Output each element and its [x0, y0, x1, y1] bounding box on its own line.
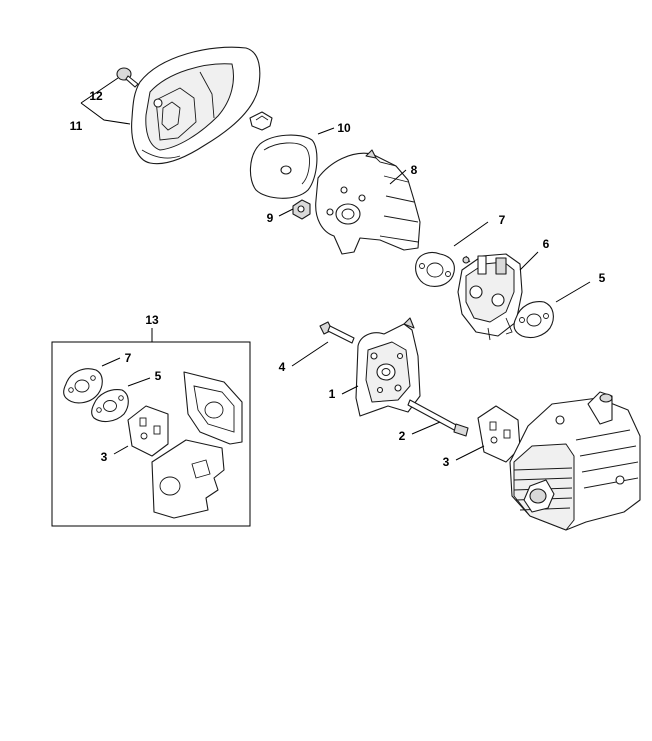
callout-4: 4: [279, 360, 286, 374]
callout-3-kit: 3: [101, 450, 108, 464]
callout-labels: 12 11 10 8 9 7 6 5 13 7 5 3 4 1 2 3: [70, 89, 606, 469]
callout-9: 9: [267, 211, 274, 225]
part-7-gasket: [415, 251, 455, 287]
part-6-carburetor: [457, 253, 523, 341]
kit-large-gasket-top: [183, 371, 243, 445]
callout-11: 11: [70, 119, 83, 133]
kit-part-5-gasket: [91, 389, 129, 423]
part-12-screw: [116, 67, 139, 88]
callout-1: 1: [329, 387, 336, 401]
part-11-filter-cover: [131, 46, 261, 165]
part-1-intake-flange: [355, 317, 421, 417]
kit-13-box: [51, 341, 251, 527]
part-10-air-filter: [249, 134, 318, 199]
callout-6: 6: [543, 237, 550, 251]
callout-7-kit: 7: [125, 351, 132, 365]
kit-part-3-spacer: [127, 405, 169, 457]
callout-7: 7: [499, 213, 506, 227]
callout-2: 2: [399, 429, 406, 443]
part-4-screw: [319, 321, 355, 344]
kit-large-gasket-bottom: [151, 439, 225, 519]
part-8-baffle: [315, 149, 421, 255]
callout-10: 10: [337, 121, 351, 135]
part-2-bolt: [407, 399, 469, 437]
callout-13: 13: [145, 313, 159, 327]
kit-part-7-gasket: [63, 368, 103, 404]
leader-lines: [80, 77, 591, 461]
callout-8: 8: [411, 163, 418, 177]
part-9-nut: [292, 199, 311, 220]
engine-cylinder: [509, 391, 641, 531]
filter-clip: [249, 111, 273, 131]
callout-12: 12: [89, 89, 103, 103]
callout-5-kit: 5: [155, 369, 162, 383]
part-5-gasket: [513, 301, 554, 339]
callout-5: 5: [599, 271, 606, 285]
callout-3: 3: [443, 455, 450, 469]
